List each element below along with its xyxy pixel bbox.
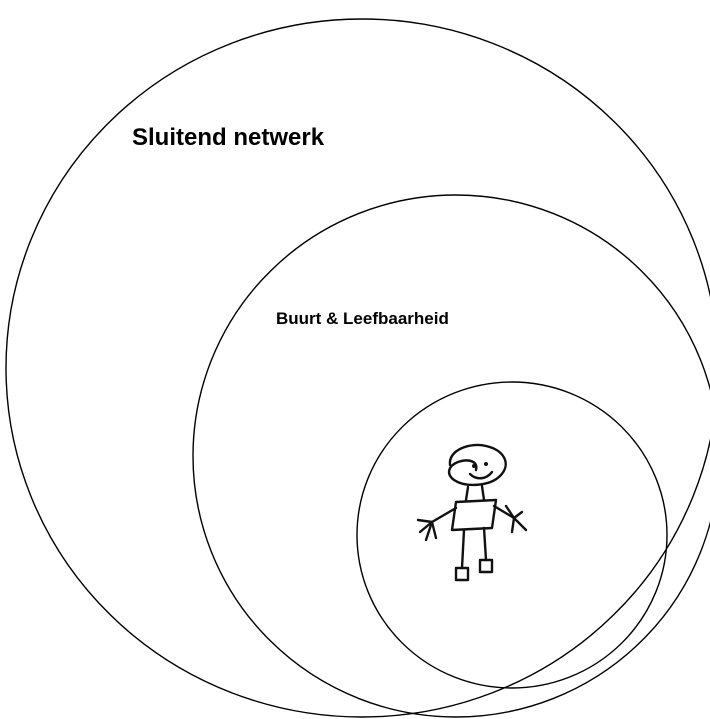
outer-ring bbox=[5, 18, 710, 718]
person-stick-figure-icon bbox=[416, 443, 528, 582]
inner-ring bbox=[356, 381, 668, 689]
middle-ring bbox=[192, 194, 710, 718]
outer-ring-label: Sluitend netwerk bbox=[132, 124, 325, 151]
middle-ring-label: Buurt & Leefbaarheid bbox=[276, 309, 449, 328]
